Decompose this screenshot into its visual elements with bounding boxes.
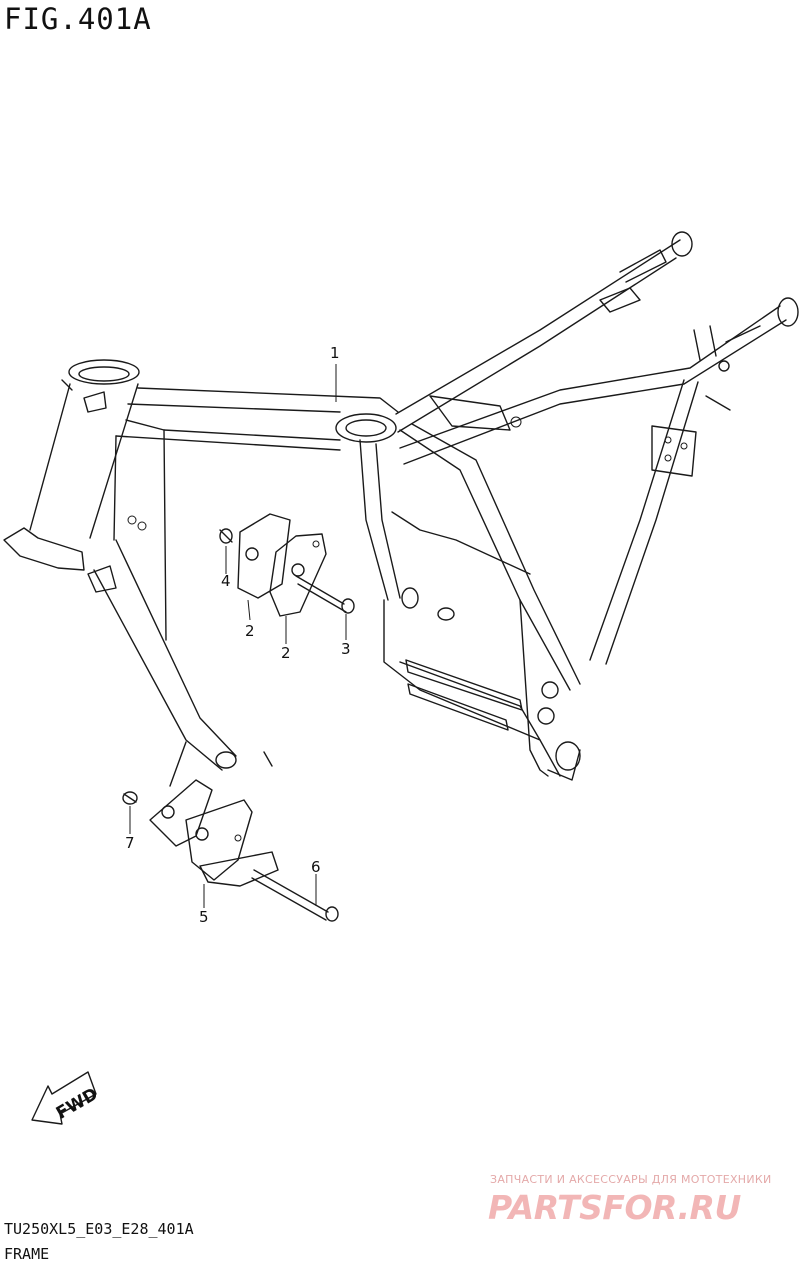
rear-frame [399, 297, 799, 665]
part-label: 2 [281, 644, 291, 662]
watermark-brand: PARTSFOR.RU [488, 1188, 741, 1227]
fwd-arrow-icon: FWD [31, 1071, 102, 1125]
watermark-tagline: ЗАПЧАСТИ И АКСЕССУАРЫ ДЛЯ МОТОТЕХНИКИ [490, 1173, 772, 1186]
part-label: 7 [125, 834, 135, 852]
part-label: 5 [199, 908, 209, 926]
fwd-label: FWD [53, 1084, 102, 1124]
nut-part-4 [219, 528, 233, 544]
bolt-part-3 [295, 575, 355, 614]
main-top-tubes [115, 231, 693, 451]
part-label: 3 [341, 640, 351, 658]
part-label: 1 [330, 344, 340, 362]
nut-part-7 [122, 791, 138, 805]
bolt-part-6 [251, 869, 339, 922]
steering-head-tube [3, 359, 140, 571]
figure-title: FIG.401A [4, 2, 152, 36]
center-section [359, 395, 581, 781]
lower-bracket-part-5 [149, 741, 279, 887]
diagram-code: TU250XL5_E03_E28_401A [4, 1220, 194, 1238]
down-tubes [87, 429, 237, 771]
engine-mount-brackets [237, 513, 327, 617]
part-label: 2 [245, 622, 255, 640]
part-label: 6 [311, 858, 321, 876]
leader-lines [129, 364, 347, 908]
part-label: 4 [221, 572, 231, 590]
diagram-name: FRAME [4, 1245, 50, 1263]
